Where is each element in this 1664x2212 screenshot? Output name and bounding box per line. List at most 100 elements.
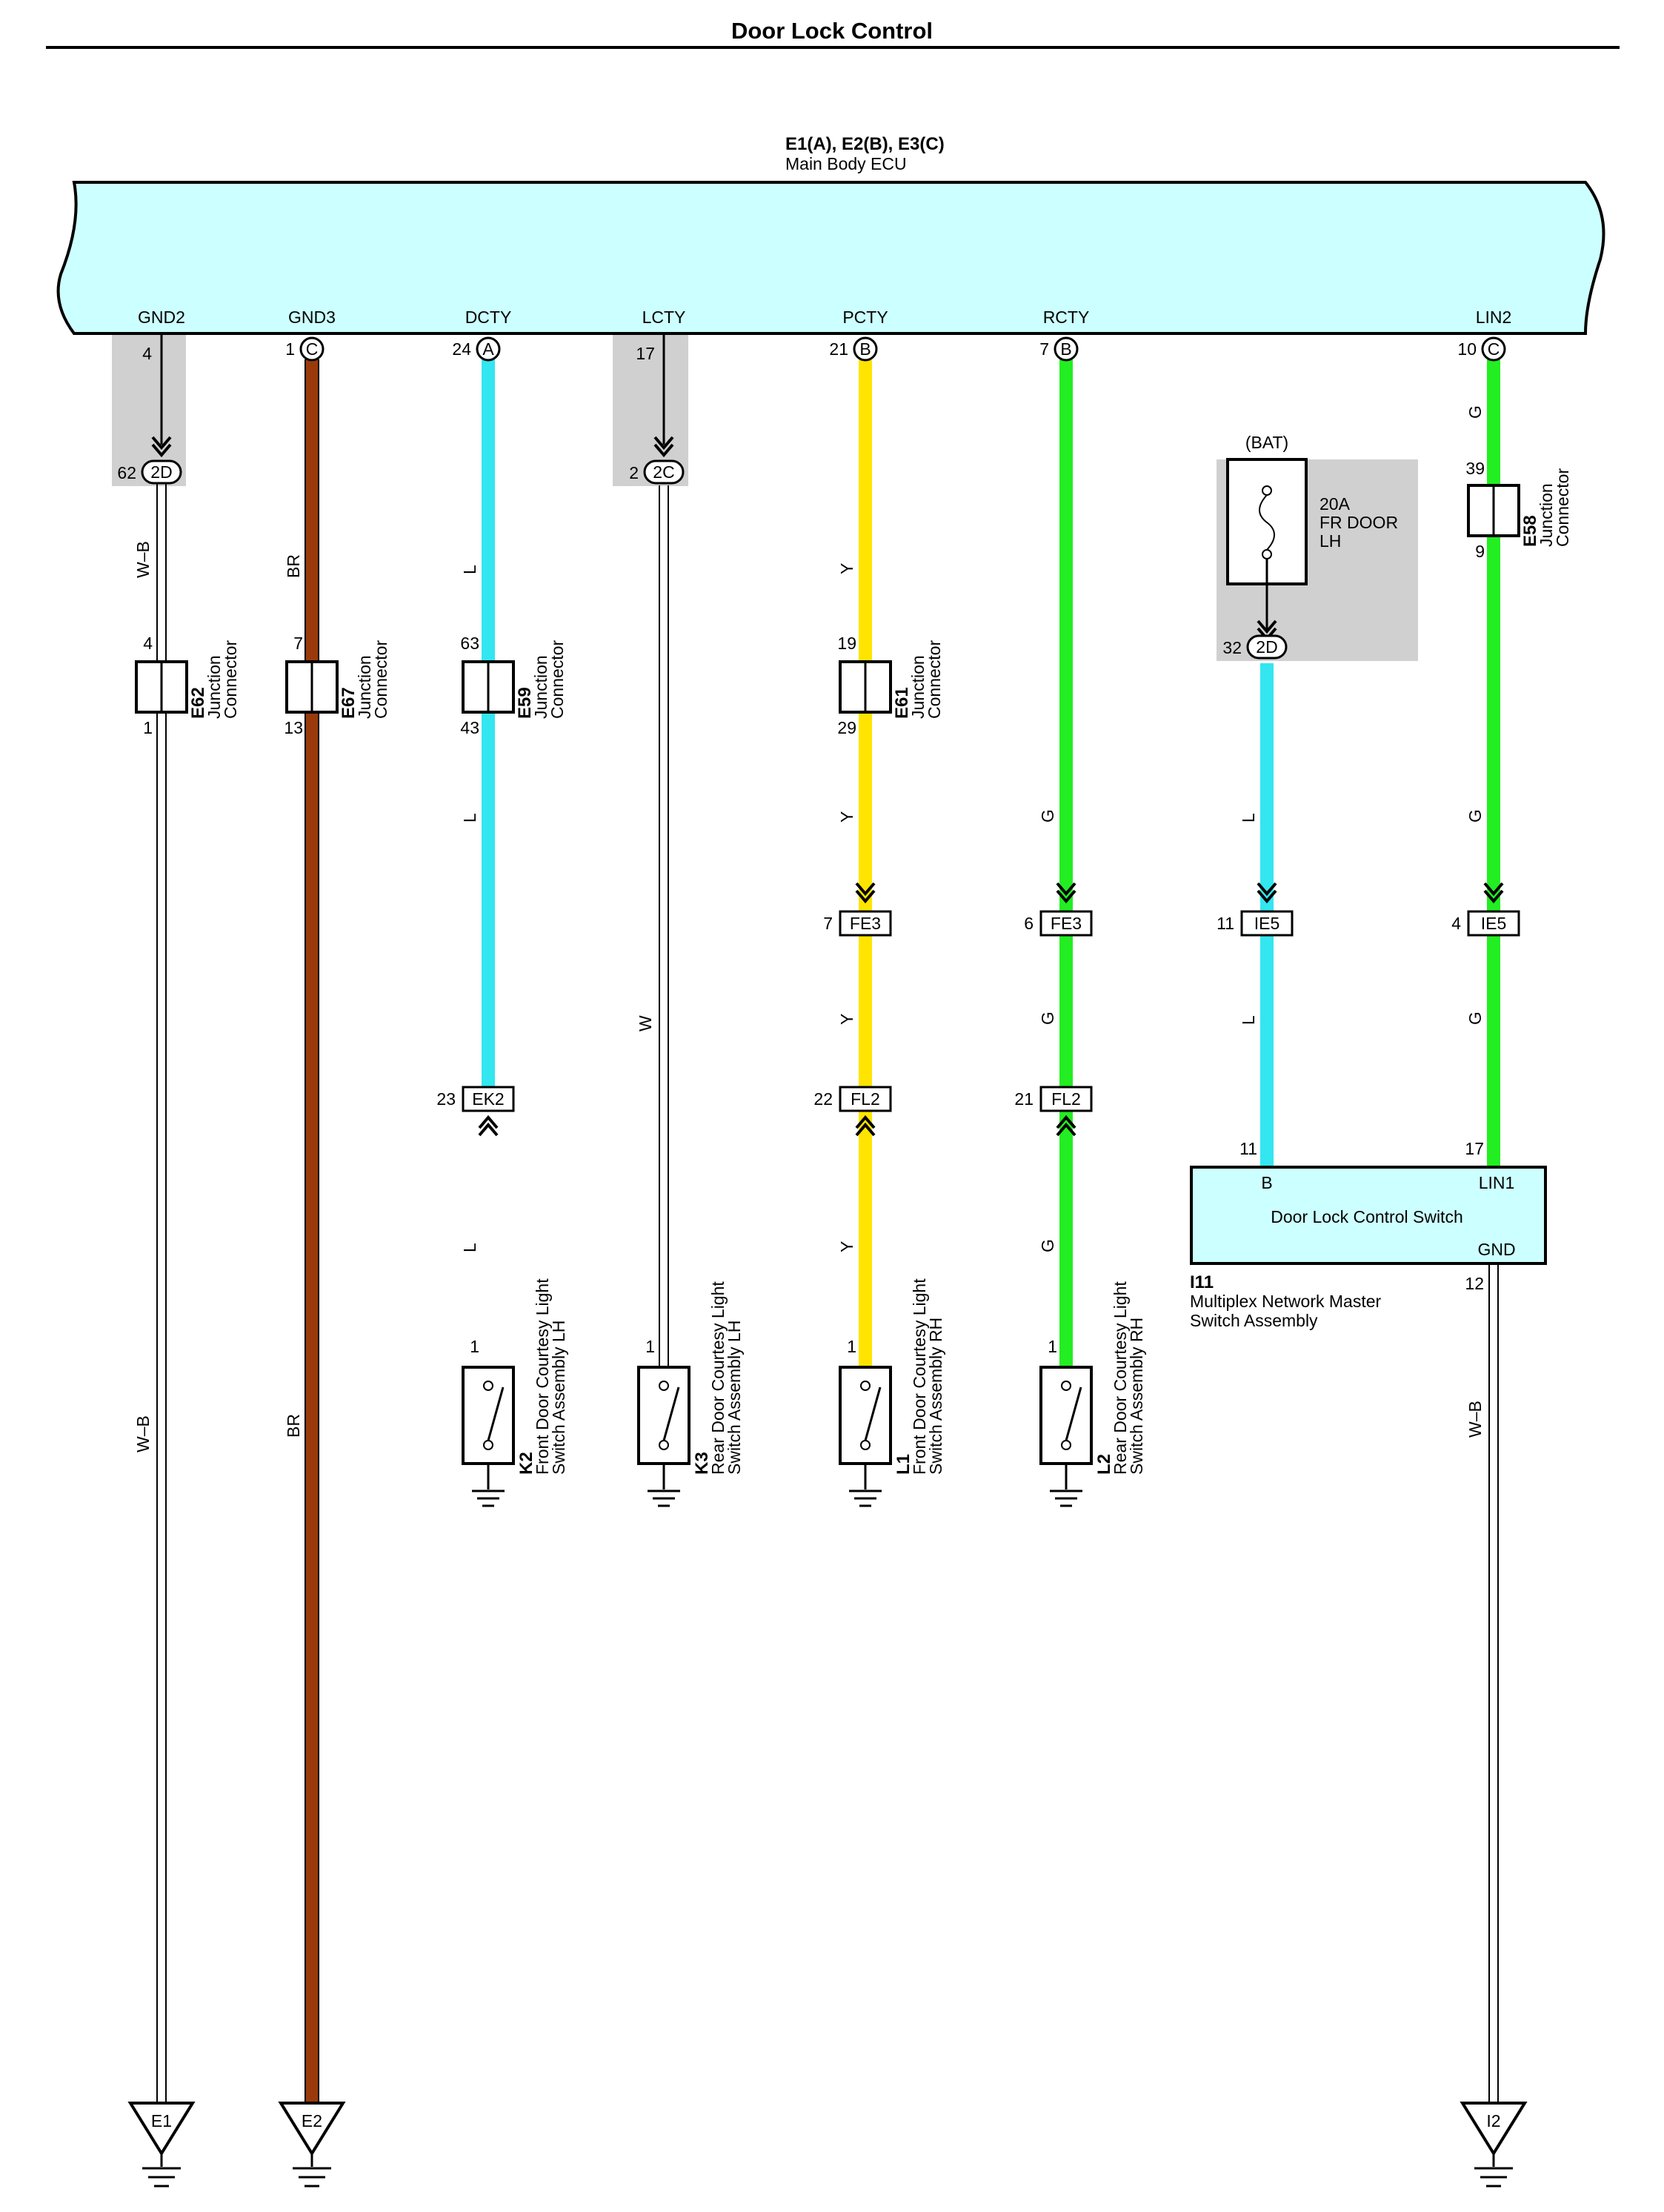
- e59-label: E59 Junction Connector: [515, 640, 567, 719]
- svg-text:2D: 2D: [150, 462, 172, 482]
- i11-pin-gnd-num: 12: [1465, 1274, 1484, 1293]
- ecu-connector-c-lin2: C: [1481, 336, 1506, 362]
- fuse-name-2: LH: [1319, 531, 1341, 551]
- svg-text:L1: L1: [893, 1454, 913, 1475]
- ecu-pin-lcty: LCTY: [642, 308, 686, 327]
- ek2-pin-23: 23: [436, 1089, 456, 1109]
- svg-text:Connector: Connector: [925, 640, 944, 719]
- svg-text:E61: E61: [892, 687, 912, 719]
- ecu-pin-gnd3: GND3: [288, 308, 336, 327]
- splice-pin-32: 32: [1222, 638, 1242, 657]
- fl2-pin-21: 21: [1014, 1089, 1034, 1109]
- svg-text:Junction: Junction: [908, 655, 928, 719]
- i11-id: I11: [1190, 1272, 1214, 1292]
- e61-pin-bottom: 29: [837, 718, 856, 737]
- wire-label-l-1: L: [460, 565, 479, 574]
- svg-text:E1: E1: [151, 2111, 172, 2130]
- ground-icon: [472, 1489, 505, 1507]
- inline-connector-ie5-bat: IE5: [1240, 882, 1294, 937]
- ground-icon: [849, 1489, 882, 1507]
- l2-label: L2 Rear Door Courtesy Light Switch Assem…: [1094, 1281, 1146, 1475]
- svg-text:E62: E62: [188, 687, 208, 719]
- pin-num-rcty: 7: [1039, 339, 1049, 359]
- ground-point-i2: I2: [1460, 2102, 1528, 2188]
- svg-text:Connector: Connector: [371, 640, 390, 719]
- page-title: Door Lock Control: [731, 18, 933, 44]
- inline-connector-fe3-pcty: FE3: [839, 882, 892, 937]
- i11-desc-2: Switch Assembly: [1190, 1311, 1318, 1330]
- svg-text:Switch Assembly LH: Switch Assembly LH: [549, 1321, 568, 1475]
- junction-connector-e58: [1467, 484, 1520, 537]
- svg-text:Switch Assembly LH: Switch Assembly LH: [725, 1321, 744, 1475]
- ecu-pin-pcty: PCTY: [842, 308, 888, 327]
- fe3-pin-6: 6: [1024, 914, 1034, 933]
- fuse-source-label: (BAT): [1245, 433, 1288, 452]
- i11-pin-b-num: 11: [1239, 1139, 1257, 1158]
- ecu-pin-dcty: DCTY: [465, 308, 512, 327]
- wire-label-g-2: G: [1038, 1012, 1057, 1025]
- pin-num-dcty: 24: [452, 339, 471, 359]
- svg-text:Rear Door Courtesy Light: Rear Door Courtesy Light: [1111, 1281, 1130, 1475]
- e62-label: E62 Junction Connector: [188, 640, 240, 719]
- svg-text:Rear Door Courtesy Light: Rear Door Courtesy Light: [708, 1281, 728, 1475]
- svg-text:A: A: [482, 339, 494, 359]
- splice-pin-2: 2: [629, 463, 639, 482]
- svg-text:E67: E67: [339, 687, 359, 719]
- e58-pin-top: 39: [1465, 459, 1485, 478]
- svg-text:FL2: FL2: [1051, 1089, 1081, 1109]
- wire-lcty-w: [659, 485, 669, 1367]
- fuse-rating: 20A: [1319, 494, 1351, 514]
- wire-label-wb-2: W–B: [133, 1415, 153, 1452]
- wire-label-y-1: Y: [837, 563, 856, 574]
- wire-label-w: W: [636, 1015, 655, 1032]
- wire-label-y-3: Y: [837, 1014, 856, 1025]
- i11-desc-1: Multiplex Network Master: [1190, 1292, 1382, 1311]
- i11-pin-b-name: B: [1261, 1173, 1272, 1192]
- ecu-pin-rcty: RCTY: [1043, 308, 1090, 327]
- wire-label-g-5: G: [1465, 809, 1485, 823]
- wire-label-l-2: L: [460, 813, 479, 823]
- inline-connector-ek2: EK2: [462, 1086, 515, 1137]
- i11-pin-gnd-name: GND: [1477, 1240, 1515, 1259]
- wire-label-g-1: G: [1038, 809, 1057, 823]
- switch-k3: [637, 1366, 690, 1465]
- svg-text:Switch Assembly RH: Switch Assembly RH: [1127, 1318, 1146, 1475]
- i11-pin-lin-num: 17: [1465, 1139, 1484, 1158]
- switch-l1: [839, 1366, 892, 1465]
- k3-pin: 1: [645, 1337, 655, 1356]
- svg-text:B: B: [859, 339, 871, 359]
- inline-connector-fl2-rcty: FL2: [1039, 1086, 1093, 1137]
- wire-gnd2-wb: [156, 474, 167, 2103]
- wire-label-l-3: L: [460, 1243, 479, 1252]
- e67-pin-bottom: 13: [284, 718, 303, 737]
- wire-label-wb-1: W–B: [133, 541, 153, 578]
- switch-k2: [462, 1366, 515, 1465]
- junction-connector-e61: [839, 660, 892, 714]
- svg-text:Connector: Connector: [221, 640, 240, 719]
- k3-label: K3 Rear Door Courtesy Light Switch Assem…: [692, 1281, 744, 1475]
- svg-text:Junction: Junction: [355, 655, 374, 719]
- ecu-pin-lin2: LIN2: [1476, 308, 1512, 327]
- e62-pin-top: 4: [143, 634, 153, 653]
- svg-text:E2: E2: [302, 2111, 322, 2130]
- junction-connector-e62: [135, 660, 188, 714]
- svg-text:2C: 2C: [653, 462, 674, 482]
- ecu-connectors-label: E1(A), E2(B), E3(C): [785, 134, 945, 154]
- k2-pin: 1: [470, 1337, 479, 1356]
- wire-label-y-4: Y: [837, 1241, 856, 1252]
- svg-text:Switch Assembly RH: Switch Assembly RH: [926, 1318, 945, 1475]
- e62-pin-bottom: 1: [143, 718, 153, 737]
- svg-text:K3: K3: [692, 1452, 712, 1475]
- splice-2d-gnd2: 2D: [141, 436, 182, 485]
- wire-label-g-6: G: [1465, 1012, 1485, 1025]
- e67-label: E67 Junction Connector: [339, 640, 390, 719]
- svg-text:Junction: Junction: [1537, 483, 1556, 547]
- splice-2c-lcty: 2C: [643, 436, 685, 485]
- l2-pin: 1: [1048, 1337, 1057, 1356]
- e61-pin-top: 19: [837, 634, 856, 653]
- svg-text:Front Door Courtesy Light: Front Door Courtesy Light: [533, 1278, 552, 1475]
- fuse-name-1: FR DOOR: [1319, 513, 1398, 532]
- e59-pin-bottom: 43: [460, 718, 479, 737]
- svg-text:C: C: [1488, 339, 1500, 359]
- inline-connector-fe3-rcty: FE3: [1039, 882, 1093, 937]
